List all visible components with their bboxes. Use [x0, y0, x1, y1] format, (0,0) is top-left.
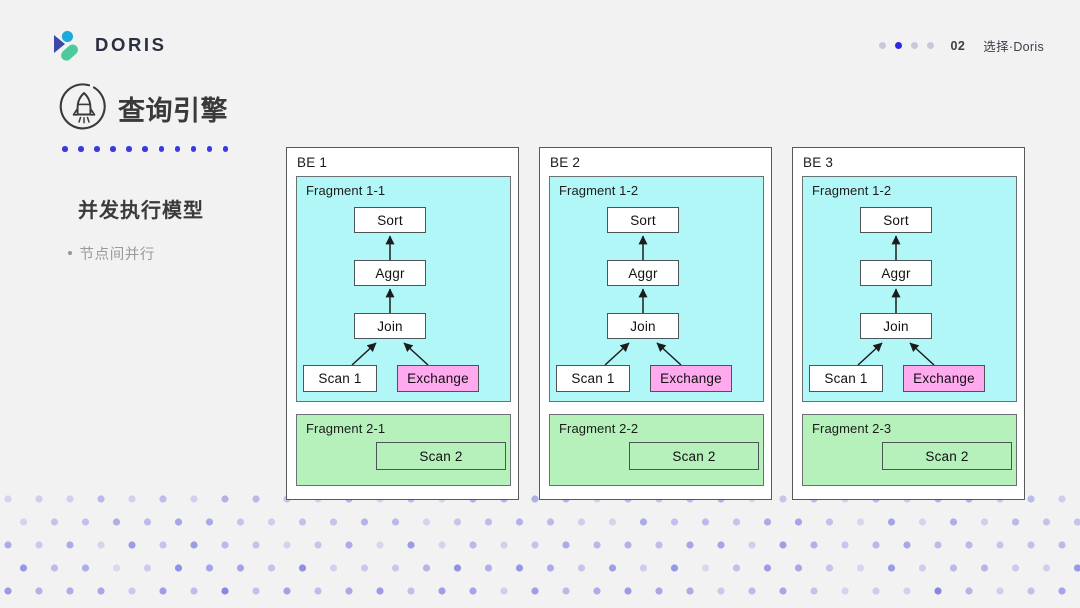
- fragment-label: Fragment 1-2: [559, 183, 639, 198]
- node-sort[interactable]: Sort: [607, 207, 679, 233]
- rule-dot: [78, 146, 84, 152]
- section-header: 查询引擎: [56, 78, 282, 134]
- node-scan-2[interactable]: Scan 2: [629, 442, 759, 470]
- bullet-item: 节点间并行: [68, 243, 282, 264]
- decorative-dot-pattern: [4, 495, 1080, 595]
- fragment-bottom[interactable]: Fragment 2-3 Scan 2: [802, 414, 1017, 486]
- node-scan-2[interactable]: Scan 2: [882, 442, 1012, 470]
- fragment-edges: [604, 235, 682, 366]
- fragment-edges: [857, 235, 935, 366]
- left-column: 查询引擎 并发执行模型 节点间并行: [0, 78, 282, 264]
- node-sort[interactable]: Sort: [860, 207, 932, 233]
- fragment-label: Fragment 2-1: [306, 421, 386, 436]
- node-join[interactable]: Join: [607, 313, 679, 339]
- node-scan-1[interactable]: Scan 1: [303, 365, 377, 392]
- be-panel-2[interactable]: BE 2 Fragment 1-2 Sort Aggr Join Scan 1 …: [539, 147, 772, 500]
- be-panel-1[interactable]: BE 1 Fragment 1-1 Sort Aggr Join: [286, 147, 519, 500]
- rocket-in-circle-icon: [59, 83, 106, 130]
- be-label: BE 1: [297, 155, 328, 170]
- node-exchange[interactable]: Exchange: [397, 365, 479, 392]
- pager-number: 02: [950, 38, 966, 53]
- bullet-dot-icon: [68, 251, 72, 255]
- node-sort[interactable]: Sort: [354, 207, 426, 233]
- be-label: BE 3: [803, 155, 834, 170]
- brand-logo: DORIS: [50, 28, 167, 62]
- rule-dot: [110, 146, 116, 152]
- rule-dot: [126, 146, 132, 152]
- node-aggr[interactable]: Aggr: [860, 260, 932, 286]
- section-subtitle: 并发执行模型: [78, 199, 204, 222]
- node-join[interactable]: Join: [354, 313, 426, 339]
- be-label: BE 2: [550, 155, 581, 170]
- fragment-label: Fragment 2-3: [812, 421, 892, 436]
- doris-logo-icon: [54, 30, 78, 61]
- be-panel-3[interactable]: BE 3 Fragment 1-2 Sort Aggr Join Scan 1 …: [792, 147, 1025, 500]
- fragment-top[interactable]: Fragment 1-2 Sort Aggr Join Scan 1 Excha…: [802, 176, 1017, 402]
- rule-dot: [62, 146, 68, 152]
- node-exchange[interactable]: Exchange: [903, 365, 985, 392]
- rule-dot: [174, 146, 181, 152]
- rule-dot: [94, 146, 100, 152]
- slide-pager: 02 选择·Doris: [878, 36, 1044, 55]
- brand-name: DORIS: [95, 34, 167, 55]
- pager-dot-2[interactable]: [894, 42, 902, 49]
- fragment-label: Fragment 1-1: [306, 183, 386, 198]
- rule-dot: [222, 146, 229, 152]
- node-exchange[interactable]: Exchange: [650, 365, 732, 392]
- pager-label: 选择·Doris: [983, 40, 1044, 54]
- pager-dot-1[interactable]: [878, 42, 886, 49]
- node-scan-1[interactable]: Scan 1: [556, 365, 630, 392]
- rule-dot: [206, 146, 213, 152]
- fragment-top[interactable]: Fragment 1-1 Sort Aggr Join Scan 1: [296, 176, 511, 402]
- fragment-bottom[interactable]: Fragment 2-2 Scan 2: [549, 414, 764, 486]
- bullet-label: 节点间并行: [79, 246, 155, 263]
- pager-dot-3[interactable]: [910, 42, 918, 49]
- fragment-edges: [351, 235, 429, 366]
- fragment-top[interactable]: Fragment 1-2 Sort Aggr Join Scan 1 Excha…: [549, 176, 764, 402]
- node-aggr[interactable]: Aggr: [354, 260, 426, 286]
- pager-dot-4[interactable]: [926, 42, 934, 49]
- fragment-bottom[interactable]: Fragment 2-1 Scan 2: [296, 414, 511, 486]
- node-scan-1[interactable]: Scan 1: [809, 365, 883, 392]
- node-join[interactable]: Join: [860, 313, 932, 339]
- rule-dot: [142, 146, 148, 152]
- fragment-label: Fragment 1-2: [812, 183, 892, 198]
- slide-header: DORIS 02 选择·Doris: [0, 0, 1080, 74]
- fragment-label: Fragment 2-2: [559, 421, 639, 436]
- section-dot-rule: [62, 146, 282, 152]
- rule-dot: [190, 146, 197, 152]
- execution-model-diagram: BE 1 Fragment 1-1 Sort Aggr Join: [286, 147, 1028, 500]
- section-title: 查询引擎: [118, 95, 228, 126]
- node-scan-2[interactable]: Scan 2: [376, 442, 506, 470]
- rule-dot: [158, 146, 165, 152]
- node-aggr[interactable]: Aggr: [607, 260, 679, 286]
